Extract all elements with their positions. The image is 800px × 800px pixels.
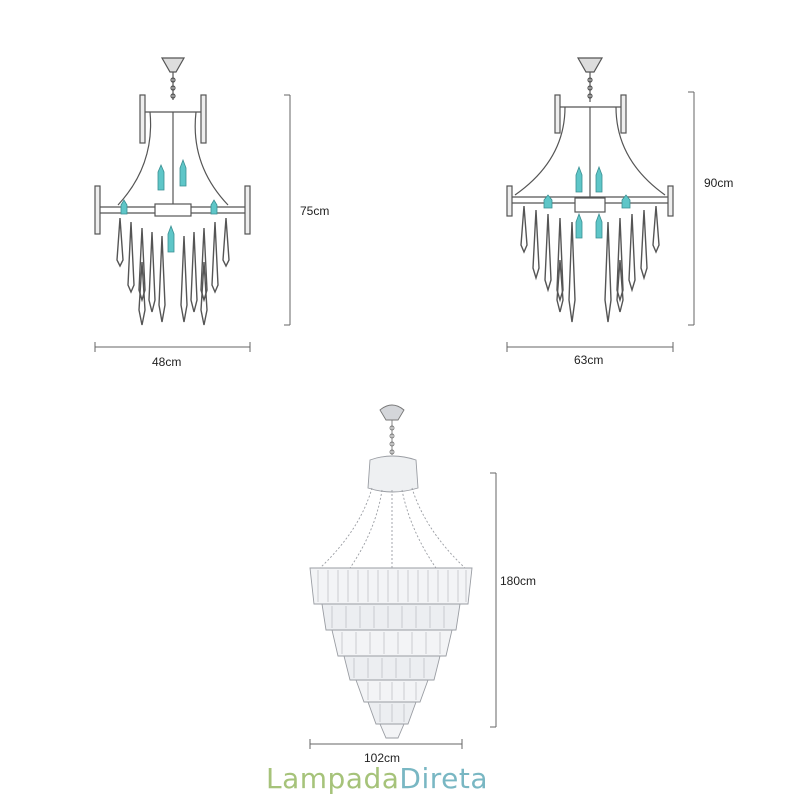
dimension-lines-large — [309, 472, 497, 749]
chandelier-medium-drawing — [506, 57, 674, 323]
small-height-label: 75cm — [300, 204, 330, 218]
chandelier-medium-bulbs — [543, 165, 631, 239]
brand-logo-part2: Direta — [399, 762, 489, 795]
chandelier-small-bulbs — [120, 158, 218, 253]
small-width-label: 48cm — [152, 355, 182, 369]
dimension-lines-medium — [506, 91, 695, 352]
large-height-label: 180cm — [500, 574, 537, 588]
medium-width-label: 63cm — [574, 353, 604, 367]
dimension-lines-small — [94, 94, 291, 352]
medium-height-label: 90cm — [704, 176, 734, 190]
brand-logo-part1: Lampada — [266, 762, 400, 795]
brand-logo: LampadaDireta — [266, 762, 488, 795]
large-width-label: 102cm — [364, 751, 401, 765]
chandelier-small-drawing — [94, 57, 251, 326]
chandelier-large-crystals — [317, 570, 467, 722]
